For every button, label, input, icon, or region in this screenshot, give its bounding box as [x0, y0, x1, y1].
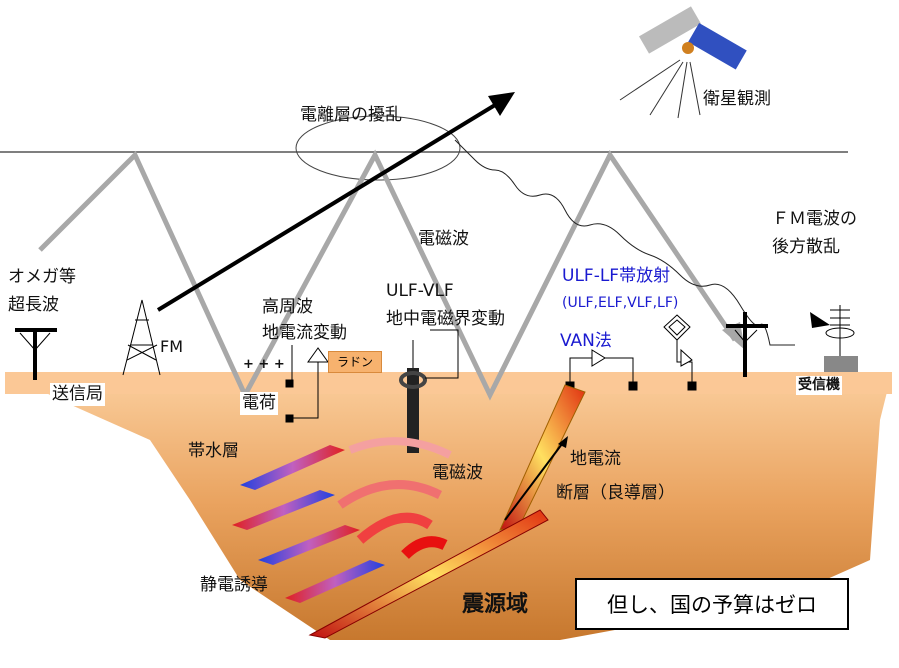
- charge-label: 電荷: [240, 392, 278, 415]
- hf-label-2: 地電流変動: [262, 323, 347, 343]
- fm-tower-icon: [122, 299, 161, 376]
- disturbance-ellipse: [295, 115, 461, 181]
- arrowhead: [488, 92, 515, 116]
- fm-scatter-label-2: 後方散乱: [772, 237, 840, 257]
- scatter-arrowhead: [810, 312, 830, 328]
- wave-arrowhead: [722, 322, 745, 350]
- receiving-antenna-icon: [726, 312, 768, 377]
- ground: [5, 372, 892, 640]
- radon-label: ラドン: [328, 351, 382, 373]
- receiver-label: 受信機: [796, 376, 842, 395]
- transmitter-label: 送信局: [50, 383, 105, 406]
- ionosphere-arrow: [156, 100, 502, 312]
- hypocenter-label: 震源域: [462, 592, 529, 617]
- ionosphere-label: 電離層の擾乱: [300, 105, 402, 125]
- induction-label: 静電誘導: [200, 575, 268, 595]
- ulf-lf-label-2: (ULF,ELF,VLF,LF): [562, 295, 679, 311]
- ulf-lf-label-1: ULF-LF帯放射: [562, 266, 671, 286]
- omega-label-2: 超長波: [8, 295, 59, 315]
- satellite-label: 衛星観測: [703, 89, 771, 109]
- omega-antenna-icon: [15, 328, 57, 380]
- em-wave-arcs: [337, 437, 452, 560]
- van-circuit: [565, 349, 638, 391]
- fm-scatter-label-1: ＦＭ電波の: [772, 209, 857, 229]
- omega-label-1: オメガ等: [8, 267, 76, 287]
- hypocenter-fault: [308, 509, 549, 639]
- aquifer-label: 帯水層: [188, 441, 239, 461]
- van-label: VAN法: [560, 331, 612, 351]
- em-wave-ground-label: 電磁波: [432, 463, 483, 483]
- earth-current-arrow: [504, 439, 566, 521]
- budget-note: 但し、国の予算はゼロ: [575, 578, 849, 630]
- vlf-wave-zigzag: [38, 149, 738, 401]
- fm-label: FM: [160, 337, 184, 356]
- charge-circuit: [285, 345, 329, 423]
- earth-current-arrowhead: [558, 436, 568, 448]
- fault-label: 断層（良導層）: [556, 483, 675, 503]
- hf-label-1: 高周波: [262, 297, 313, 317]
- loop-antenna-icon: [663, 314, 697, 391]
- scatter-wave: [454, 139, 795, 346]
- ulf-vlf-label-1: ULF-VLF: [386, 281, 454, 301]
- ulf-vlf-label-2: 地中電磁界変動: [386, 309, 505, 329]
- em-wave-air-label: 電磁波: [418, 229, 469, 249]
- magnetometer-probe: [399, 329, 459, 453]
- ground-surface: [5, 372, 892, 394]
- earth-current-label: 地電流: [570, 449, 621, 469]
- aquifer-layers: [232, 445, 385, 603]
- plus-charges: + + +: [243, 357, 285, 372]
- receiver-icon: [824, 305, 858, 372]
- satellite-icon: [619, 6, 747, 119]
